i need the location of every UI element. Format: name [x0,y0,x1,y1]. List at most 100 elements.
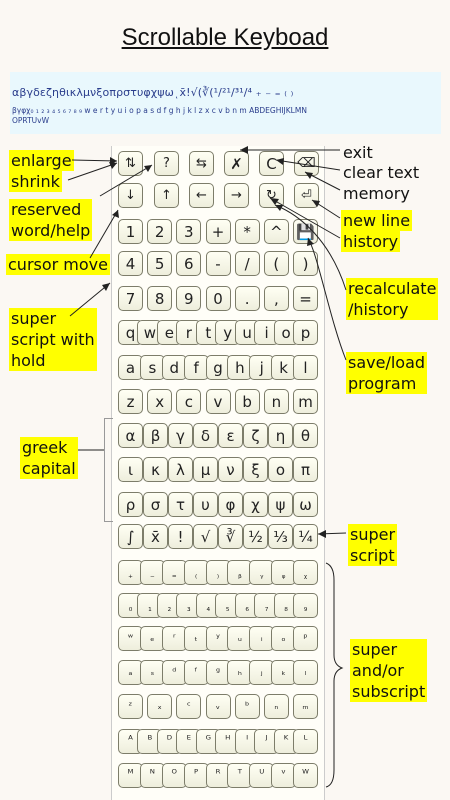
subsym-key[interactable]: ᵩ [271,560,297,585]
scriptletter-key[interactable]: ⱼ [249,660,275,685]
help-key[interactable]: ? [154,151,179,176]
greek-key[interactable]: β [143,423,168,448]
greek-key[interactable]: κ [143,457,168,482]
greek-key[interactable]: τ [168,492,193,517]
num-key[interactable]: * [234,219,260,244]
cursor-left-key[interactable]: ← [189,183,214,208]
num-key[interactable]: 2 [147,219,173,244]
scriptletter-key[interactable]: ᵇ [234,694,260,719]
letter-key[interactable]: b [234,389,260,414]
letter-key[interactable]: c [176,389,202,414]
scriptletter-key[interactable]: ᵖ [293,626,318,651]
clear-key[interactable]: C [259,151,284,176]
scriptletter-key[interactable]: ₙ [263,694,289,719]
letter-key[interactable]: m [293,389,318,414]
num-key[interactable]: 7 [118,286,143,311]
greek-key[interactable]: π [293,457,318,482]
capletter-key[interactable]: ᵀ [227,763,253,788]
num-key[interactable]: ) [293,251,318,276]
enlarge-shrink-key[interactable]: ⇅ [118,151,143,176]
greek-key[interactable]: φ [218,492,243,517]
capletter-key[interactable]: ᴹ [118,763,143,788]
num-key[interactable]: 6 [176,251,202,276]
greek-key[interactable]: σ [143,492,168,517]
num-key[interactable]: ( [263,251,289,276]
greek-key[interactable]: ι [118,457,143,482]
cursor-right-key[interactable]: → [224,183,249,208]
scriptletter-key[interactable]: ᵈ [161,660,187,685]
scriptletter-key[interactable]: ᶜ [176,694,202,719]
num-key[interactable]: + [205,219,231,244]
func-key[interactable]: ∛ [218,524,243,549]
capletter-key[interactable]: ᵛ [271,763,297,788]
capletter-key[interactable]: ᴸ [293,729,318,754]
exit-key[interactable]: ✗ [224,151,249,176]
capletter-key[interactable]: ᴾ [183,763,209,788]
letter-key[interactable]: v [205,389,231,414]
greek-key[interactable]: χ [243,492,268,517]
scriptletter-key[interactable]: ᵍ [205,660,231,685]
subsym-key[interactable]: ₍ [183,560,209,585]
letter-key[interactable]: z [118,389,143,414]
num-key[interactable]: 3 [176,219,202,244]
greek-key[interactable]: ω [293,492,318,517]
num-key[interactable]: 4 [118,251,143,276]
scriptletter-key[interactable]: ₘ [293,694,318,719]
capletter-key[interactable]: ᵂ [293,763,318,788]
num-key[interactable]: 1 [118,219,143,244]
new-line-key[interactable]: ⏎ [294,183,319,208]
cursor-down-key[interactable]: ↓ [118,183,143,208]
greek-key[interactable]: ν [218,457,243,482]
num-key[interactable]: 9 [176,286,202,311]
greek-key[interactable]: λ [168,457,193,482]
num-key[interactable]: - [205,251,231,276]
subdigit-key[interactable]: ₉ [293,593,318,618]
letter-key[interactable]: n [263,389,289,414]
func-key[interactable]: ! [168,524,193,549]
greek-key[interactable]: μ [193,457,218,482]
greek-key[interactable]: ξ [243,457,268,482]
letter-key[interactable]: f [183,355,209,380]
num-key[interactable]: , [263,286,289,311]
letter-key[interactable]: l [293,355,318,380]
letter-key[interactable]: x [147,389,173,414]
letter-key[interactable]: k [271,355,297,380]
scriptletter-key[interactable]: ₜ [183,626,209,651]
scriptletter-key[interactable]: ʷ [118,626,143,651]
greek-key[interactable]: ε [218,423,243,448]
num-key[interactable]: ^ [263,219,289,244]
scriptletter-key[interactable]: ᵥ [205,694,231,719]
greek-key[interactable]: γ [168,423,193,448]
recalculate-key[interactable]: ↻ [259,183,284,208]
num-key[interactable]: 0 [205,286,231,311]
func-key[interactable]: ⅓ [268,524,293,549]
letter-key[interactable]: s [139,355,165,380]
save-load-key[interactable]: 💾 [293,219,318,244]
greek-key[interactable]: η [268,423,293,448]
scriptletter-key[interactable]: ₓ [147,694,173,719]
subsym-key[interactable]: ₊ [118,560,143,585]
greek-key[interactable]: ρ [118,492,143,517]
greek-key[interactable]: θ [293,423,318,448]
scriptletter-key[interactable]: ₑ [139,626,165,651]
num-key[interactable]: . [234,286,260,311]
num-key[interactable]: / [234,251,260,276]
func-key[interactable]: ½ [243,524,268,549]
cursor-up-key[interactable]: ↑ [154,183,179,208]
scriptletter-key[interactable]: ᶠ [183,660,209,685]
greek-key[interactable]: δ [193,423,218,448]
num-key[interactable]: 8 [147,286,173,311]
num-key[interactable]: 5 [147,251,173,276]
greek-key[interactable]: α [118,423,143,448]
greek-key[interactable]: υ [193,492,218,517]
func-key[interactable]: x̄ [143,524,168,549]
func-key[interactable]: ¼ [293,524,318,549]
letter-key[interactable]: w [137,320,163,345]
scriptletter-key[interactable]: ₗ [293,660,318,685]
subsym-key[interactable]: ᵪ [293,560,318,585]
func-key[interactable]: ∫ [118,524,143,549]
swap-key[interactable]: ⇆ [189,151,214,176]
backspace-key[interactable]: ⌫ [294,151,319,176]
capletter-key[interactable]: ᴺ [139,763,165,788]
